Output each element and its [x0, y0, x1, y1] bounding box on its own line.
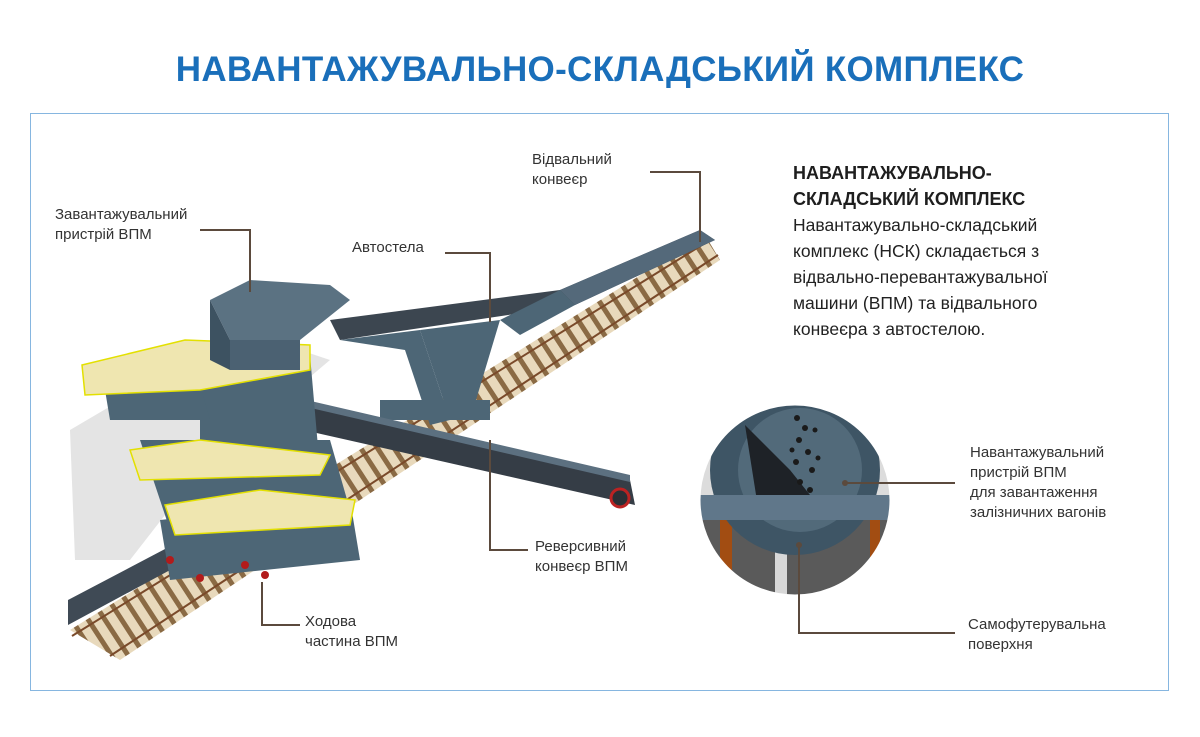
reversible-conveyor-frame [220, 380, 630, 482]
leader-lines [200, 171, 955, 634]
leader-dots [796, 480, 848, 548]
falling-coal [789, 415, 821, 493]
label-autostela: Автостела [352, 239, 424, 256]
autostela-structure [340, 290, 575, 425]
label-loading-device: Завантажувальний пристрій ВПМ [55, 206, 188, 243]
label-loading-device-wagons: Навантажувальний пристрій ВПМ для завант… [970, 444, 1107, 521]
detail-circle [700, 405, 890, 595]
dump-conveyor [330, 230, 715, 340]
conveyor-drum [609, 487, 631, 509]
dump-conveyor-frame [560, 230, 715, 305]
label-dump-conveyor: Відвальний конвеєр [532, 151, 612, 188]
rail-right [109, 254, 719, 657]
label-self-lining-surface: Самофутерувальна поверхня [968, 616, 1106, 653]
info-panel: НАВАНТАЖУВАЛЬНО- СКЛАДСЬКИЙ КОМПЛЕКС Нав… [793, 160, 1153, 342]
label-reversible-conveyor: Реверсивний конвеєр ВПМ [535, 538, 628, 575]
detail-circle-outline [699, 404, 891, 596]
info-heading: НАВАНТАЖУВАЛЬНО- СКЛАДСЬКИЙ КОМПЛЕКС [793, 163, 1026, 209]
loading-hopper [210, 280, 350, 370]
reversible-conveyor-belt [215, 385, 635, 505]
info-body: Навантажувально-складський комплекс (НСК… [793, 215, 1048, 339]
diagram-frame [30, 113, 1169, 691]
label-undercarriage: Ходова частина ВПМ [305, 613, 398, 650]
wheels [166, 556, 269, 582]
page-title: НАВАНТАЖУВАЛЬНО-СКЛАДСЬКИЙ КОМПЛЕКС [175, 50, 1025, 89]
